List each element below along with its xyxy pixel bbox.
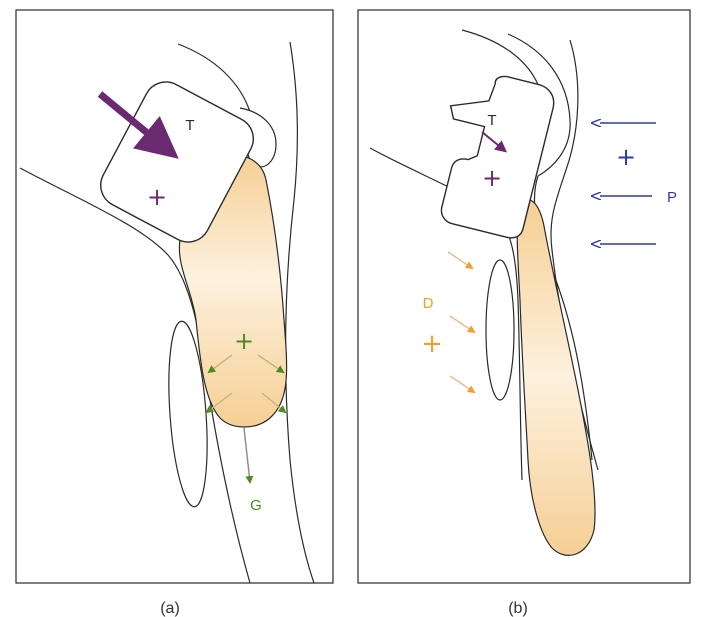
- panel-a: T + + G (a): [16, 10, 333, 617]
- panel-b-t-label: T: [487, 112, 496, 129]
- panel-a-t-plus: +: [147, 183, 167, 211]
- panel-b-d-label: D: [423, 295, 434, 312]
- panel-b-orange-arrow-1: [448, 252, 472, 268]
- panel-a-t-label: T: [185, 117, 194, 134]
- panel-b-orange-arrow-3: [450, 376, 474, 392]
- panel-b-orange-arrow-2: [450, 316, 474, 332]
- panel-a-g-plus: +: [234, 327, 254, 355]
- panel-a-g-arrow: [244, 428, 250, 482]
- panel-a-g-label: G: [250, 497, 262, 514]
- panel-a-caption: (a): [160, 600, 180, 617]
- panel-b-t-plus: +: [482, 164, 502, 192]
- panel-b-p-plus: +: [616, 143, 636, 171]
- panel-b-p-label: P: [667, 189, 677, 206]
- panel-a-right-contour: [286, 42, 314, 583]
- panel-b-d-plus: +: [421, 329, 443, 359]
- panel-b: T + + P D + (b): [358, 10, 690, 617]
- panel-b-caption: (b): [508, 600, 528, 617]
- panel-b-tissue: [517, 199, 595, 555]
- panel-b-oval: [486, 260, 514, 400]
